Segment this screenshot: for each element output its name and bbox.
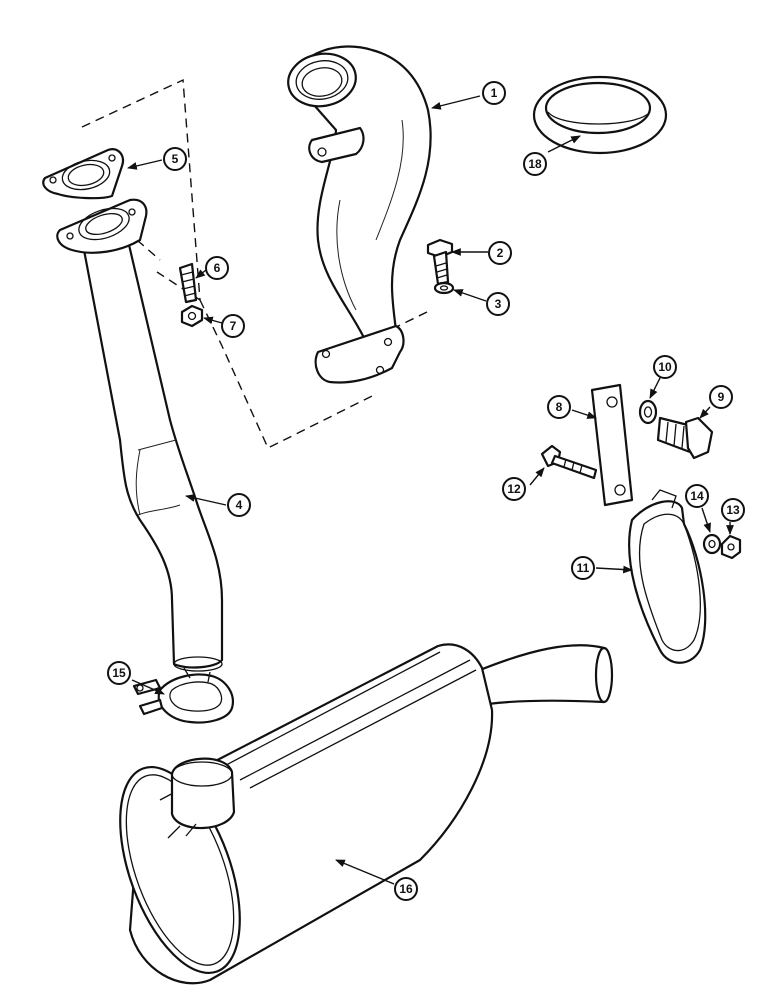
svg-text:2: 2 — [497, 246, 504, 260]
svg-text:7: 7 — [230, 319, 237, 333]
svg-text:4: 4 — [236, 498, 243, 512]
part-6-stud — [178, 262, 198, 304]
svg-text:3: 3 — [495, 297, 502, 311]
part-4-front-pipe — [56, 198, 224, 672]
callout-9: 9 — [709, 385, 733, 409]
callout-6: 6 — [205, 256, 229, 280]
callout-1: 1 — [482, 81, 506, 105]
svg-text:13: 13 — [726, 503, 740, 517]
part-8-bracket — [590, 383, 634, 507]
callout-3: 3 — [486, 292, 510, 316]
callout-7: 7 — [221, 314, 245, 338]
part-13-nut — [720, 534, 742, 560]
callout-13: 13 — [721, 498, 745, 522]
callout-12: 12 — [502, 477, 526, 501]
svg-text:14: 14 — [690, 489, 704, 503]
callout-14: 14 — [685, 484, 709, 508]
callout-2: 2 — [488, 241, 512, 265]
part-14-washer — [702, 533, 722, 555]
callout-16: 16 — [394, 877, 418, 901]
callout-4: 4 — [227, 493, 251, 517]
callout-15: 15 — [107, 661, 131, 685]
svg-text:15: 15 — [112, 666, 126, 680]
svg-text:12: 12 — [507, 482, 521, 496]
part-16-muffler — [119, 643, 614, 985]
svg-text:5: 5 — [172, 152, 179, 166]
svg-text:11: 11 — [577, 561, 590, 575]
callout-11: 11 — [571, 556, 595, 580]
part-11-clamp-band — [628, 489, 707, 664]
part-7-nut — [180, 304, 204, 328]
svg-text:18: 18 — [528, 157, 542, 171]
part-18-cover — [532, 75, 668, 155]
part-5-gasket — [42, 148, 125, 200]
svg-text:10: 10 — [658, 360, 672, 374]
callout-5: 5 — [163, 147, 187, 171]
part-1-elbow-pipe — [287, 45, 432, 384]
part-12-bolt — [540, 444, 598, 480]
svg-text:6: 6 — [214, 261, 221, 275]
callout-18: 18 — [523, 152, 547, 176]
callout-bubbles: 1 2 3 4 5 6 7 8 9 10 11 12 13 14 15 16 1… — [107, 81, 745, 901]
part-9-bolt — [656, 416, 714, 460]
callout-8: 8 — [547, 395, 571, 419]
part-15-clamp — [132, 667, 234, 724]
leader-lines — [127, 95, 734, 885]
svg-text:9: 9 — [718, 390, 725, 404]
callout-10: 10 — [653, 355, 677, 379]
part-2-bolt — [426, 238, 454, 286]
svg-text:1: 1 — [491, 86, 498, 100]
part-10-washer — [638, 399, 658, 425]
svg-text:16: 16 — [399, 882, 413, 896]
svg-text:8: 8 — [556, 400, 563, 414]
part-3-washer — [433, 281, 455, 295]
